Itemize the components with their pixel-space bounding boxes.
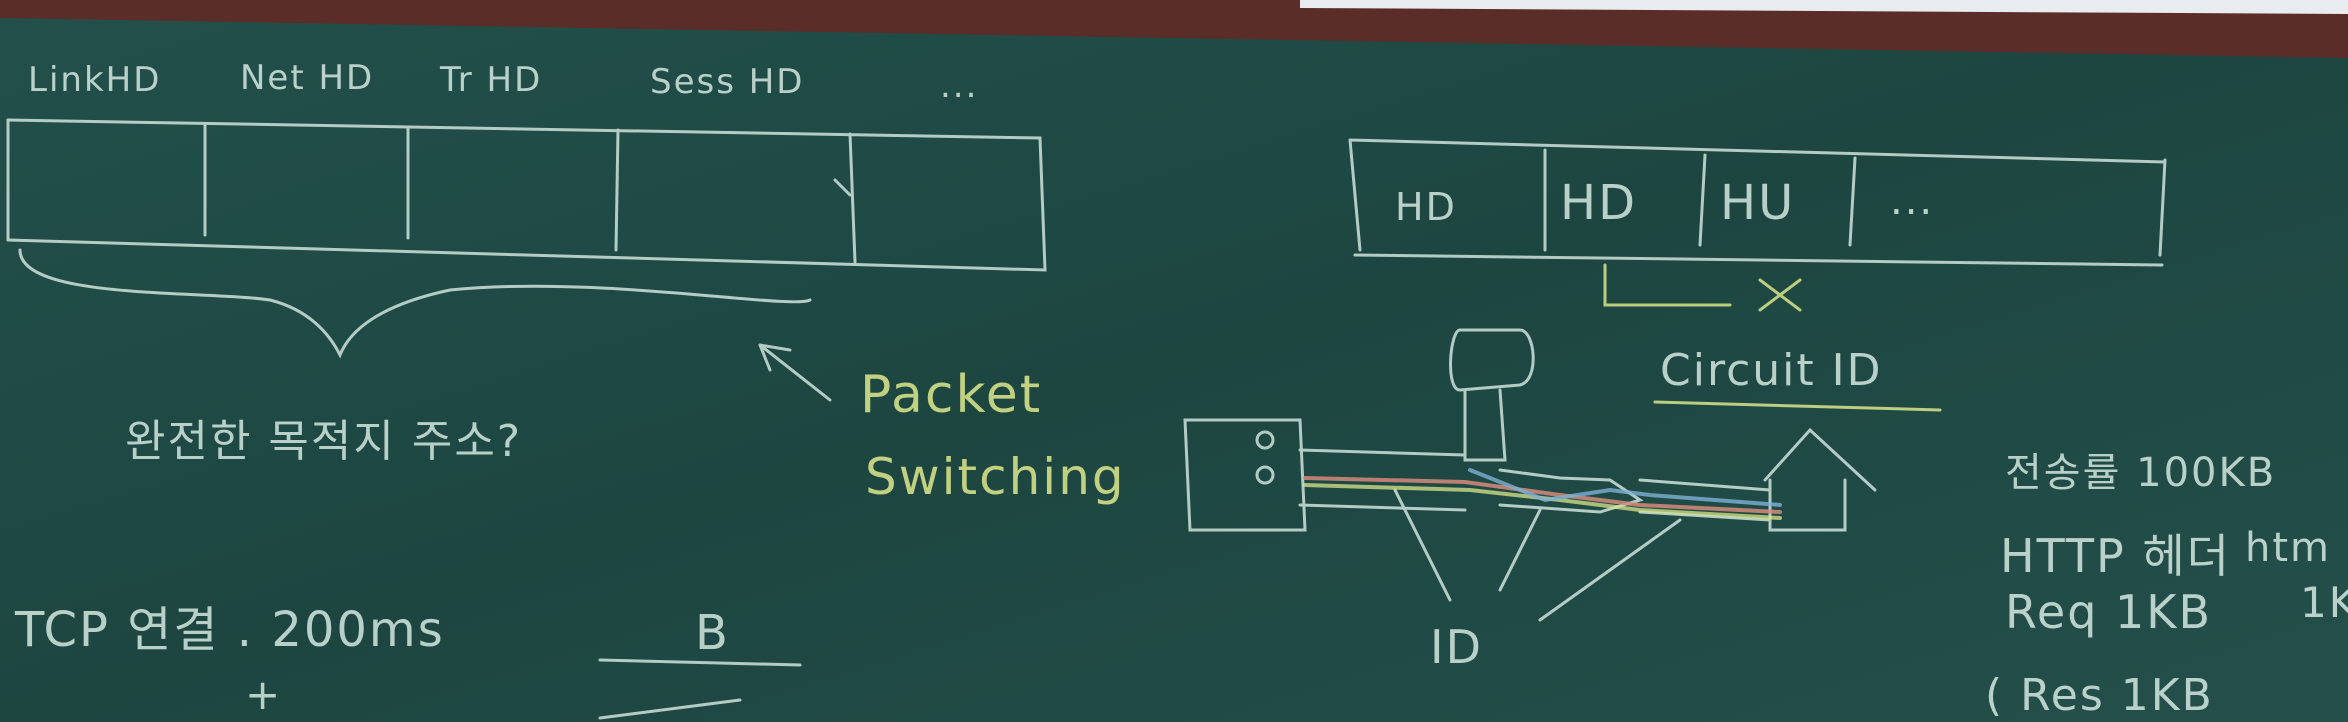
arrow-to-header [758, 343, 832, 402]
right-note-3b: 1K [2300, 578, 2348, 627]
frame-cell-2: HD [1560, 175, 1638, 231]
tcp-note: TCP 연결 . 200ms [15, 602, 445, 658]
header-label-link: LinkHD [28, 60, 162, 100]
header-label-net: Net HD [240, 58, 375, 98]
header-label-tr: Tr HD [440, 60, 543, 100]
right-note-1: 전송률 100KB [2005, 450, 2277, 496]
switching-label: Switching [865, 448, 1126, 506]
right-note-2b: htm [2245, 525, 2331, 571]
packet-label: Packet [860, 365, 1043, 425]
b-note: B [695, 605, 730, 661]
frame-cell-3: HU [1720, 175, 1796, 231]
circuit-id-label: Circuit ID [1660, 345, 1883, 396]
header-label-sess: Sess HD [650, 62, 805, 102]
packet-header-box [6, 118, 1047, 272]
right-note-2: HTTP 헤더 [2000, 529, 2231, 583]
right-note-4: ( Res 1KB [1985, 670, 2214, 721]
header-label-ellipsis: ... [940, 66, 979, 106]
board-top-frame [0, 0, 2348, 58]
frame-cell-4: ... [1890, 178, 1935, 224]
frame-cell-1: HD [1395, 185, 1457, 229]
brace [18, 248, 812, 359]
id-label: ID [1430, 620, 1483, 674]
circuit-header-box [1348, 138, 2167, 267]
right-note-3: Req 1KB [2005, 585, 2213, 639]
plus-note: + [245, 670, 283, 719]
device-box [1183, 418, 1307, 532]
question-note: 완전한 목적지 주소? [125, 416, 523, 467]
